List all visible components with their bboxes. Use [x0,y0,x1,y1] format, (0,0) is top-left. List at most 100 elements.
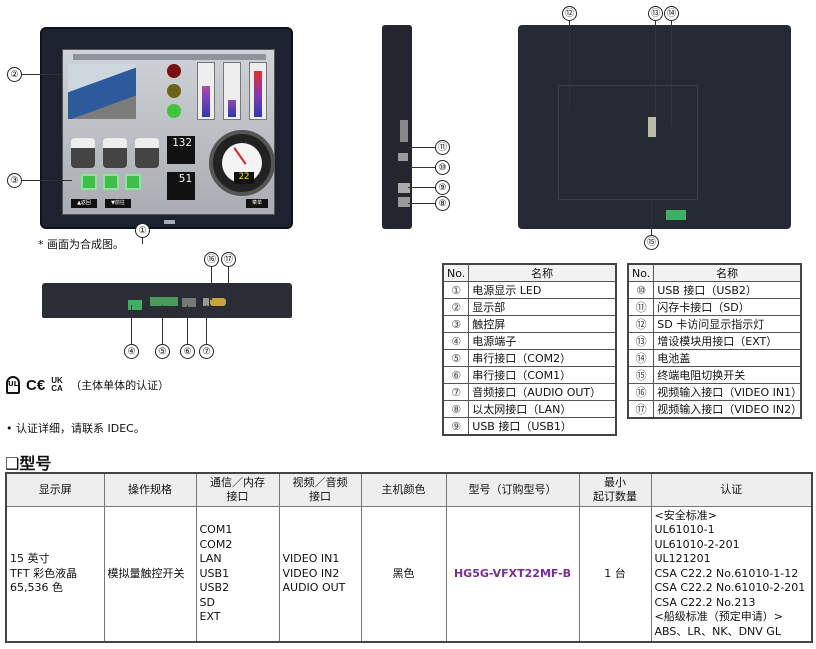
callout-15: ⑮ [644,235,659,250]
table-cell: 电池盖 [653,349,802,367]
col-display: 显示屏 [5,472,105,507]
callout-9: ⑨ [435,180,450,195]
dial-readout: 22 [234,172,254,184]
green-button-icon [103,174,119,190]
callout-13: ⑬ [648,6,663,21]
table-cell: 电源显示 LED [468,281,617,299]
table-cell: ⑬ [627,332,655,350]
col-color: 主机颜色 [360,472,447,507]
min-order-cell: 1 台 [578,505,652,643]
callout-8: ⑧ [435,196,450,211]
callout-7: ⑦ [199,344,214,359]
bar-gauge [197,62,215,120]
callout-3: ③ [7,173,22,188]
cert-contact-note: • 认证详细，请联系 IDEC。 [6,422,145,435]
table-cell: ⑪ [627,298,655,316]
front-panel-image: 132 51 22 ▲返回 ▼前往 菜单 [40,27,293,229]
callout-12: ⑫ [562,6,577,21]
comm-cell: COM1 COM2 LAN USB1 USB2 SD EXT [195,505,280,643]
com1-port [182,298,196,307]
ukca-mark-icon: UKCA [51,376,63,393]
col-operation: 操作规格 [103,472,197,507]
power-terminal [128,300,142,310]
table-cell: 视频输入接口（VIDEO IN2） [653,400,802,419]
back-view-image [518,25,791,229]
side-view-image [382,25,412,229]
composite-note: * 画面为合成图。 [38,238,124,251]
col-certs: 认证 [650,472,813,507]
table-cell: ⑤ [442,349,470,367]
callout-5: ⑤ [155,344,170,359]
ul-logo-icon: UL [6,376,20,394]
bar-gauge [223,62,241,120]
table-cell: ① [442,281,470,299]
nav-up-button: ▲返回 [71,199,97,208]
callout-14: ⑭ [664,6,679,21]
rear-terminal [666,210,686,220]
col-part-number: 型号（订购型号） [445,472,580,507]
rear-cover [558,85,698,200]
display-cell: 15 英寸 TFT 彩色液晶 65,536 色 [5,505,105,643]
green-button-icon [81,174,97,190]
col-name: 名称 [468,263,617,282]
table-cell: SD 卡访问显示指示灯 [653,315,802,333]
table-cell: ② [442,298,470,316]
table-cell: 触控屏 [468,315,617,333]
model-table: 显示屏 操作规格 通信／内存 接口 视频／音频 接口 主机颜色 型号（订购型号）… [5,472,813,643]
callout-2: ② [7,67,22,82]
table-cell: 电源端子 [468,332,617,350]
operation-cell: 模拟量触控开关 [103,505,197,643]
certs-cell: <安全标准> UL61010-1 UL61010-2-201 UL121201 … [650,505,813,643]
table-cell: ⑰ [627,400,655,419]
usb1-port [398,183,410,193]
yellow-lamp-icon [167,84,181,98]
part-number-cell: HG5G-VFXT22MF-B [445,505,580,643]
table-cell: ⑨ [442,417,470,436]
video-audio-cell: VIDEO IN1 VIDEO IN2 AUDIO OUT [278,505,362,643]
screen-title-bar [73,54,266,60]
table-cell: ⑧ [442,400,470,418]
table-cell: ⑯ [627,383,655,401]
selector-switch-icon [135,138,159,168]
table-cell: 闪存卡接口（SD） [653,298,802,316]
table-cell: ⑥ [442,366,470,384]
table-cell: 终端电阻切换开关 [653,366,802,384]
table-cell: 串行接口（COM1） [468,366,617,384]
com2-port [150,297,178,306]
table-cell: ⑦ [442,383,470,401]
hmi-screen: 132 51 22 ▲返回 ▼前往 菜单 [62,49,275,215]
usb2-port [398,153,408,161]
green-lamp-icon [167,104,181,118]
bar-gauge [249,62,267,120]
green-button-icon [125,174,141,190]
col-no: No. [627,263,655,282]
nav-down-button: ▼前往 [105,199,131,208]
digital-readout: 132 [167,136,195,164]
table-row: 15 英寸 TFT 彩色液晶 65,536 色 模拟量触控开关 COM1 COM… [5,505,813,643]
selector-switch-icon [71,138,95,168]
lan-port [398,197,410,207]
table-cell: USB 接口（USB1） [468,417,617,436]
col-no: No. [442,263,470,282]
red-lamp-icon [167,64,181,78]
video-window [68,64,136,119]
audio-port [203,298,209,306]
section-heading: ❑型号 [5,454,52,473]
cert-caption: （主体单体的认证） [70,379,170,392]
